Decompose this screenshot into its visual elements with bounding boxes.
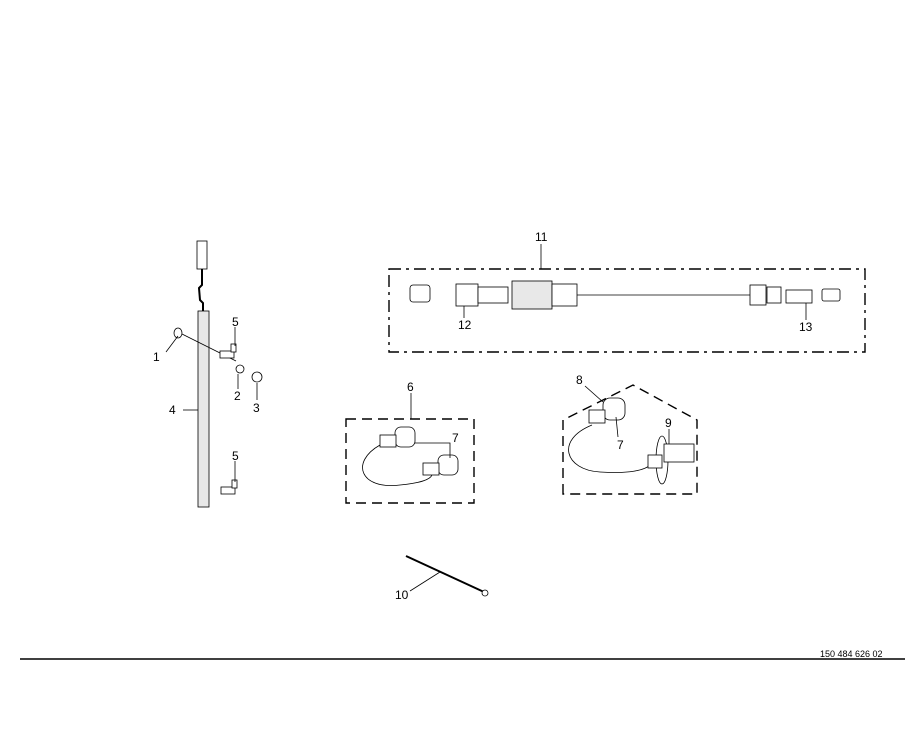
clip-upper [219, 350, 235, 359]
callout-8: 8 [576, 373, 583, 387]
connector-12 [455, 283, 479, 307]
nut [251, 371, 263, 383]
callout-10: 10 [395, 588, 409, 602]
harness-assembly-11 [388, 244, 866, 353]
cable-assembly-8 [562, 384, 698, 495]
sensor-strip-assembly [165, 240, 263, 508]
callout-9: 9 [665, 416, 672, 430]
plug-body [511, 280, 553, 310]
callout-4: 4 [169, 403, 176, 417]
sensor-wire [197, 269, 204, 312]
callout-5: 5 [232, 449, 239, 463]
callout-2: 2 [234, 389, 241, 403]
callout-12: 12 [458, 318, 472, 332]
strip [197, 310, 210, 508]
connector-face-3pin [821, 288, 841, 302]
connector-face-4pin [409, 284, 431, 303]
plug-7a [394, 426, 416, 448]
washer [235, 364, 245, 374]
callout-1: 1 [153, 350, 160, 364]
callout-5: 5 [232, 315, 239, 329]
callout-7: 7 [617, 438, 624, 452]
cable-tie-10 [405, 555, 489, 597]
plug-7c [602, 397, 626, 421]
sensor-head [196, 240, 208, 270]
plug-7b [437, 454, 459, 476]
screw [173, 327, 183, 339]
callout-13: 13 [799, 320, 813, 334]
callout-7: 7 [452, 431, 459, 445]
clip-lower [220, 486, 236, 495]
drawing-number: 150 484 626 02 [820, 649, 883, 659]
socket-9 [663, 443, 695, 463]
connector-13 [785, 289, 813, 304]
callout-6: 6 [407, 380, 414, 394]
callout-11: 11 [535, 230, 548, 244]
cable-assembly-6 [345, 393, 475, 504]
callout-3: 3 [253, 401, 260, 415]
